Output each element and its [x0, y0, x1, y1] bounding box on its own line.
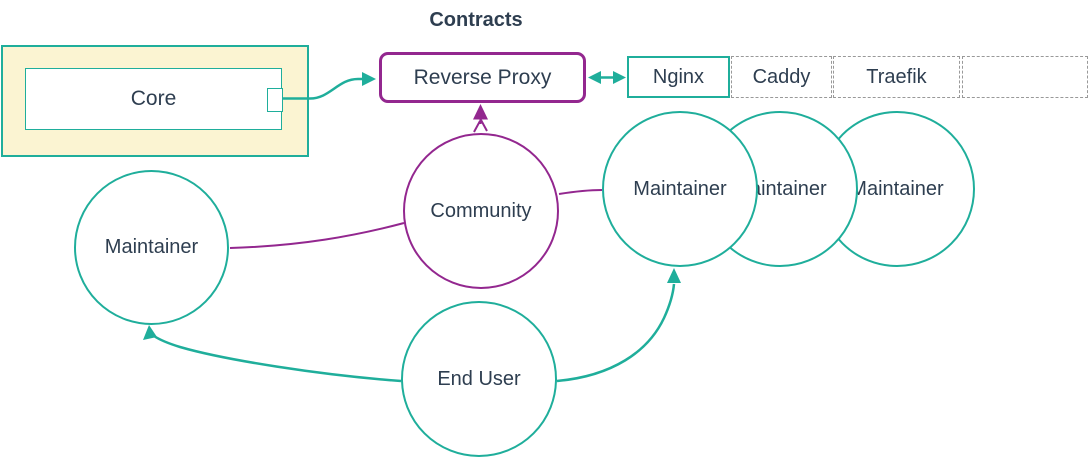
caddy-label: Caddy — [752, 65, 811, 88]
maintainer-left-node[interactable]: Maintainer — [74, 170, 229, 325]
nginx-label: Nginx — [652, 65, 705, 88]
edge-community-maintainer-right — [558, 189, 603, 195]
reverse-proxy-node[interactable]: Reverse Proxy — [379, 52, 586, 103]
edge-enduser-to-maintainer-left — [143, 325, 402, 383]
community-node[interactable]: Community — [403, 133, 559, 289]
proxy-cell-caddy[interactable]: Caddy — [731, 56, 832, 98]
core-port — [267, 88, 283, 112]
community-label: Community — [430, 199, 532, 222]
core-node[interactable]: Core — [25, 68, 282, 130]
edge-core-to-reverse-proxy — [283, 72, 376, 100]
edge-community-to-reverse-proxy — [473, 104, 488, 133]
edge-enduser-to-maintainer-right — [556, 268, 681, 383]
diagram-title: Contracts — [429, 9, 523, 31]
end-user-label: End User — [437, 367, 521, 390]
maintainer-right-3-node[interactable]: Maintainer — [819, 111, 975, 267]
maintainer-right-1-node[interactable]: Maintainer — [602, 111, 758, 267]
traefik-label: Traefik — [866, 65, 927, 88]
maintainer-right-1-label: Maintainer — [633, 177, 727, 200]
end-user-node[interactable]: End User — [401, 301, 557, 457]
maintainer-right-3-label: Maintainer — [850, 177, 944, 200]
edge-reverse-proxy-nginx — [588, 71, 626, 84]
proxy-cell-traefik[interactable]: Traefik — [833, 56, 960, 98]
reverse-proxy-label: Reverse Proxy — [413, 65, 552, 89]
edge-community-maintainer-left — [229, 222, 405, 249]
proxy-cell-empty[interactable] — [962, 56, 1088, 98]
maintainer-left-label: Maintainer — [104, 236, 199, 258]
core-label: Core — [130, 87, 177, 110]
proxy-cell-nginx[interactable]: Nginx — [627, 56, 730, 98]
